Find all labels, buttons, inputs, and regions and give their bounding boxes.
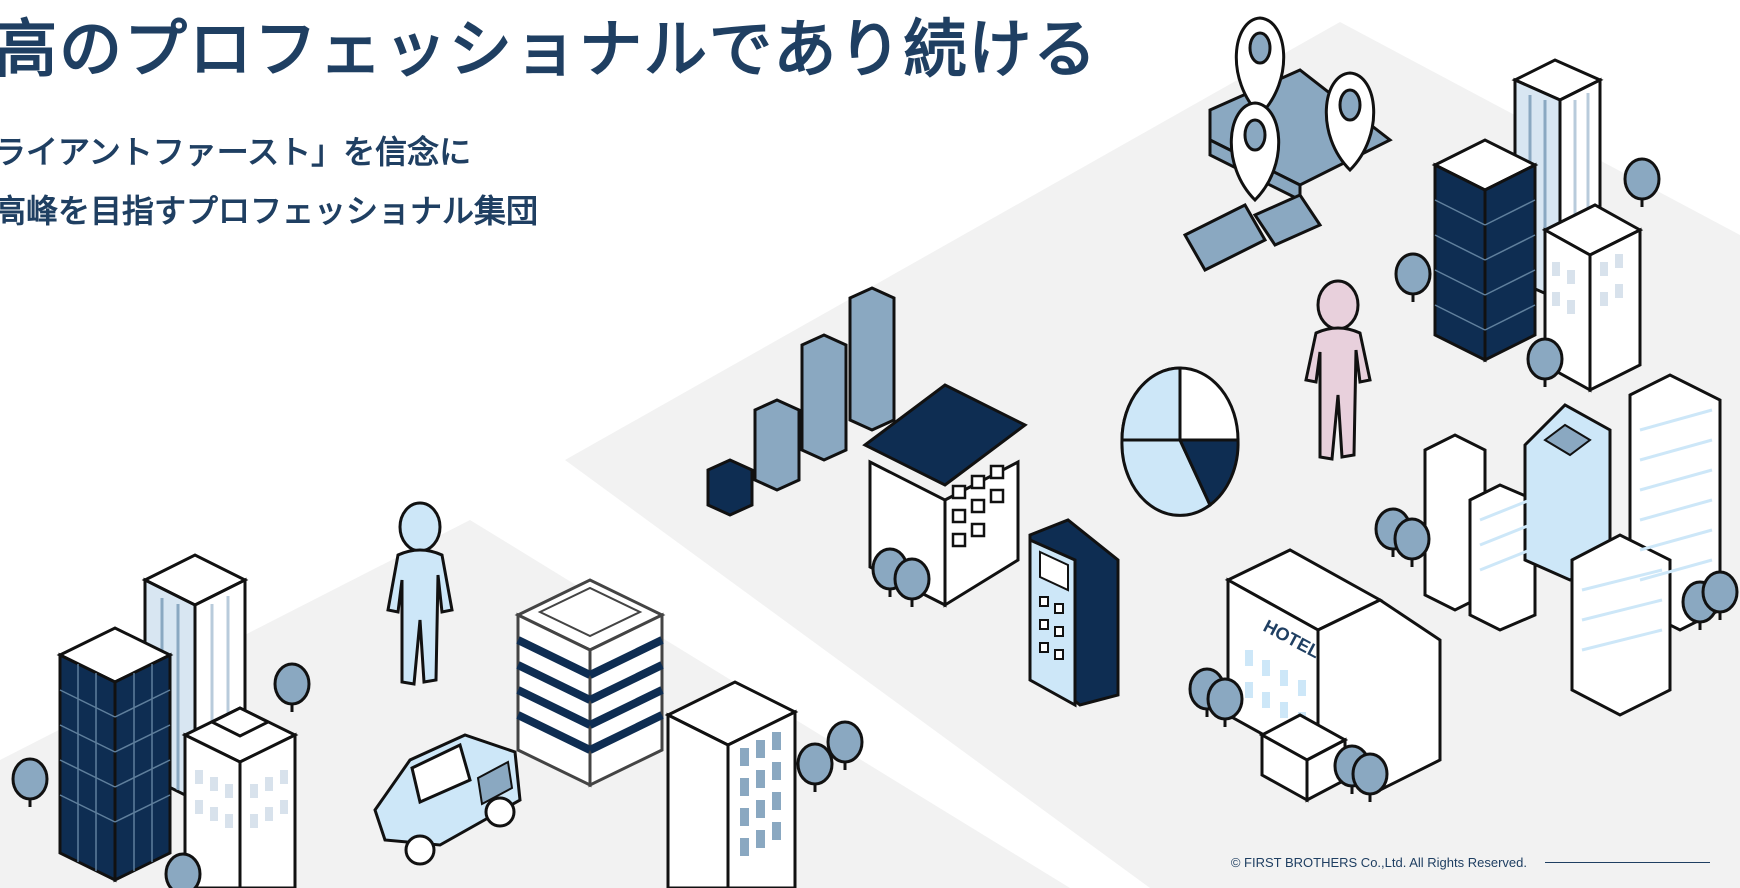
- location-pin-icon: [1234, 16, 1286, 118]
- white-office-building-icon: [181, 706, 299, 888]
- hero-subtitle-line-1: ライアントファースト」を信念に: [0, 133, 472, 171]
- person-icon-pink: [1304, 279, 1372, 461]
- hero-subtitle-line-2: 高峰を目指すプロフェッショナル集団: [0, 192, 539, 230]
- hero-headline: 高のプロフェッショナルであり続ける: [0, 13, 1099, 86]
- apartment-building-icon: [664, 680, 799, 888]
- footer: © FIRST BROTHERS Co.,Ltd. All Rights Res…: [1231, 855, 1710, 870]
- person-icon-blue: [386, 501, 454, 686]
- office-building-cluster-icon: [1423, 373, 1722, 717]
- location-pin-icon: [1324, 71, 1376, 173]
- location-pin-cluster-icon: [1182, 16, 1393, 272]
- tree-icon: [164, 852, 202, 888]
- footer-divider-line: [1545, 862, 1710, 863]
- location-pin-icon: [1229, 101, 1281, 203]
- bar-chart-icon: [706, 286, 896, 517]
- pie-chart-icon: [1120, 366, 1240, 517]
- navy-glass-tower-icon: [56, 626, 174, 883]
- calculator-icon: [1028, 518, 1120, 708]
- striped-office-building-icon: [514, 578, 666, 788]
- car-icon: [373, 733, 522, 866]
- hotel-building-icon: HOTEL: [1224, 548, 1442, 803]
- office-building-icon: [862, 383, 1028, 608]
- copyright-text: © FIRST BROTHERS Co.,Ltd. All Rights Res…: [1230, 855, 1527, 870]
- navy-glass-tower-icon: [1431, 138, 1539, 363]
